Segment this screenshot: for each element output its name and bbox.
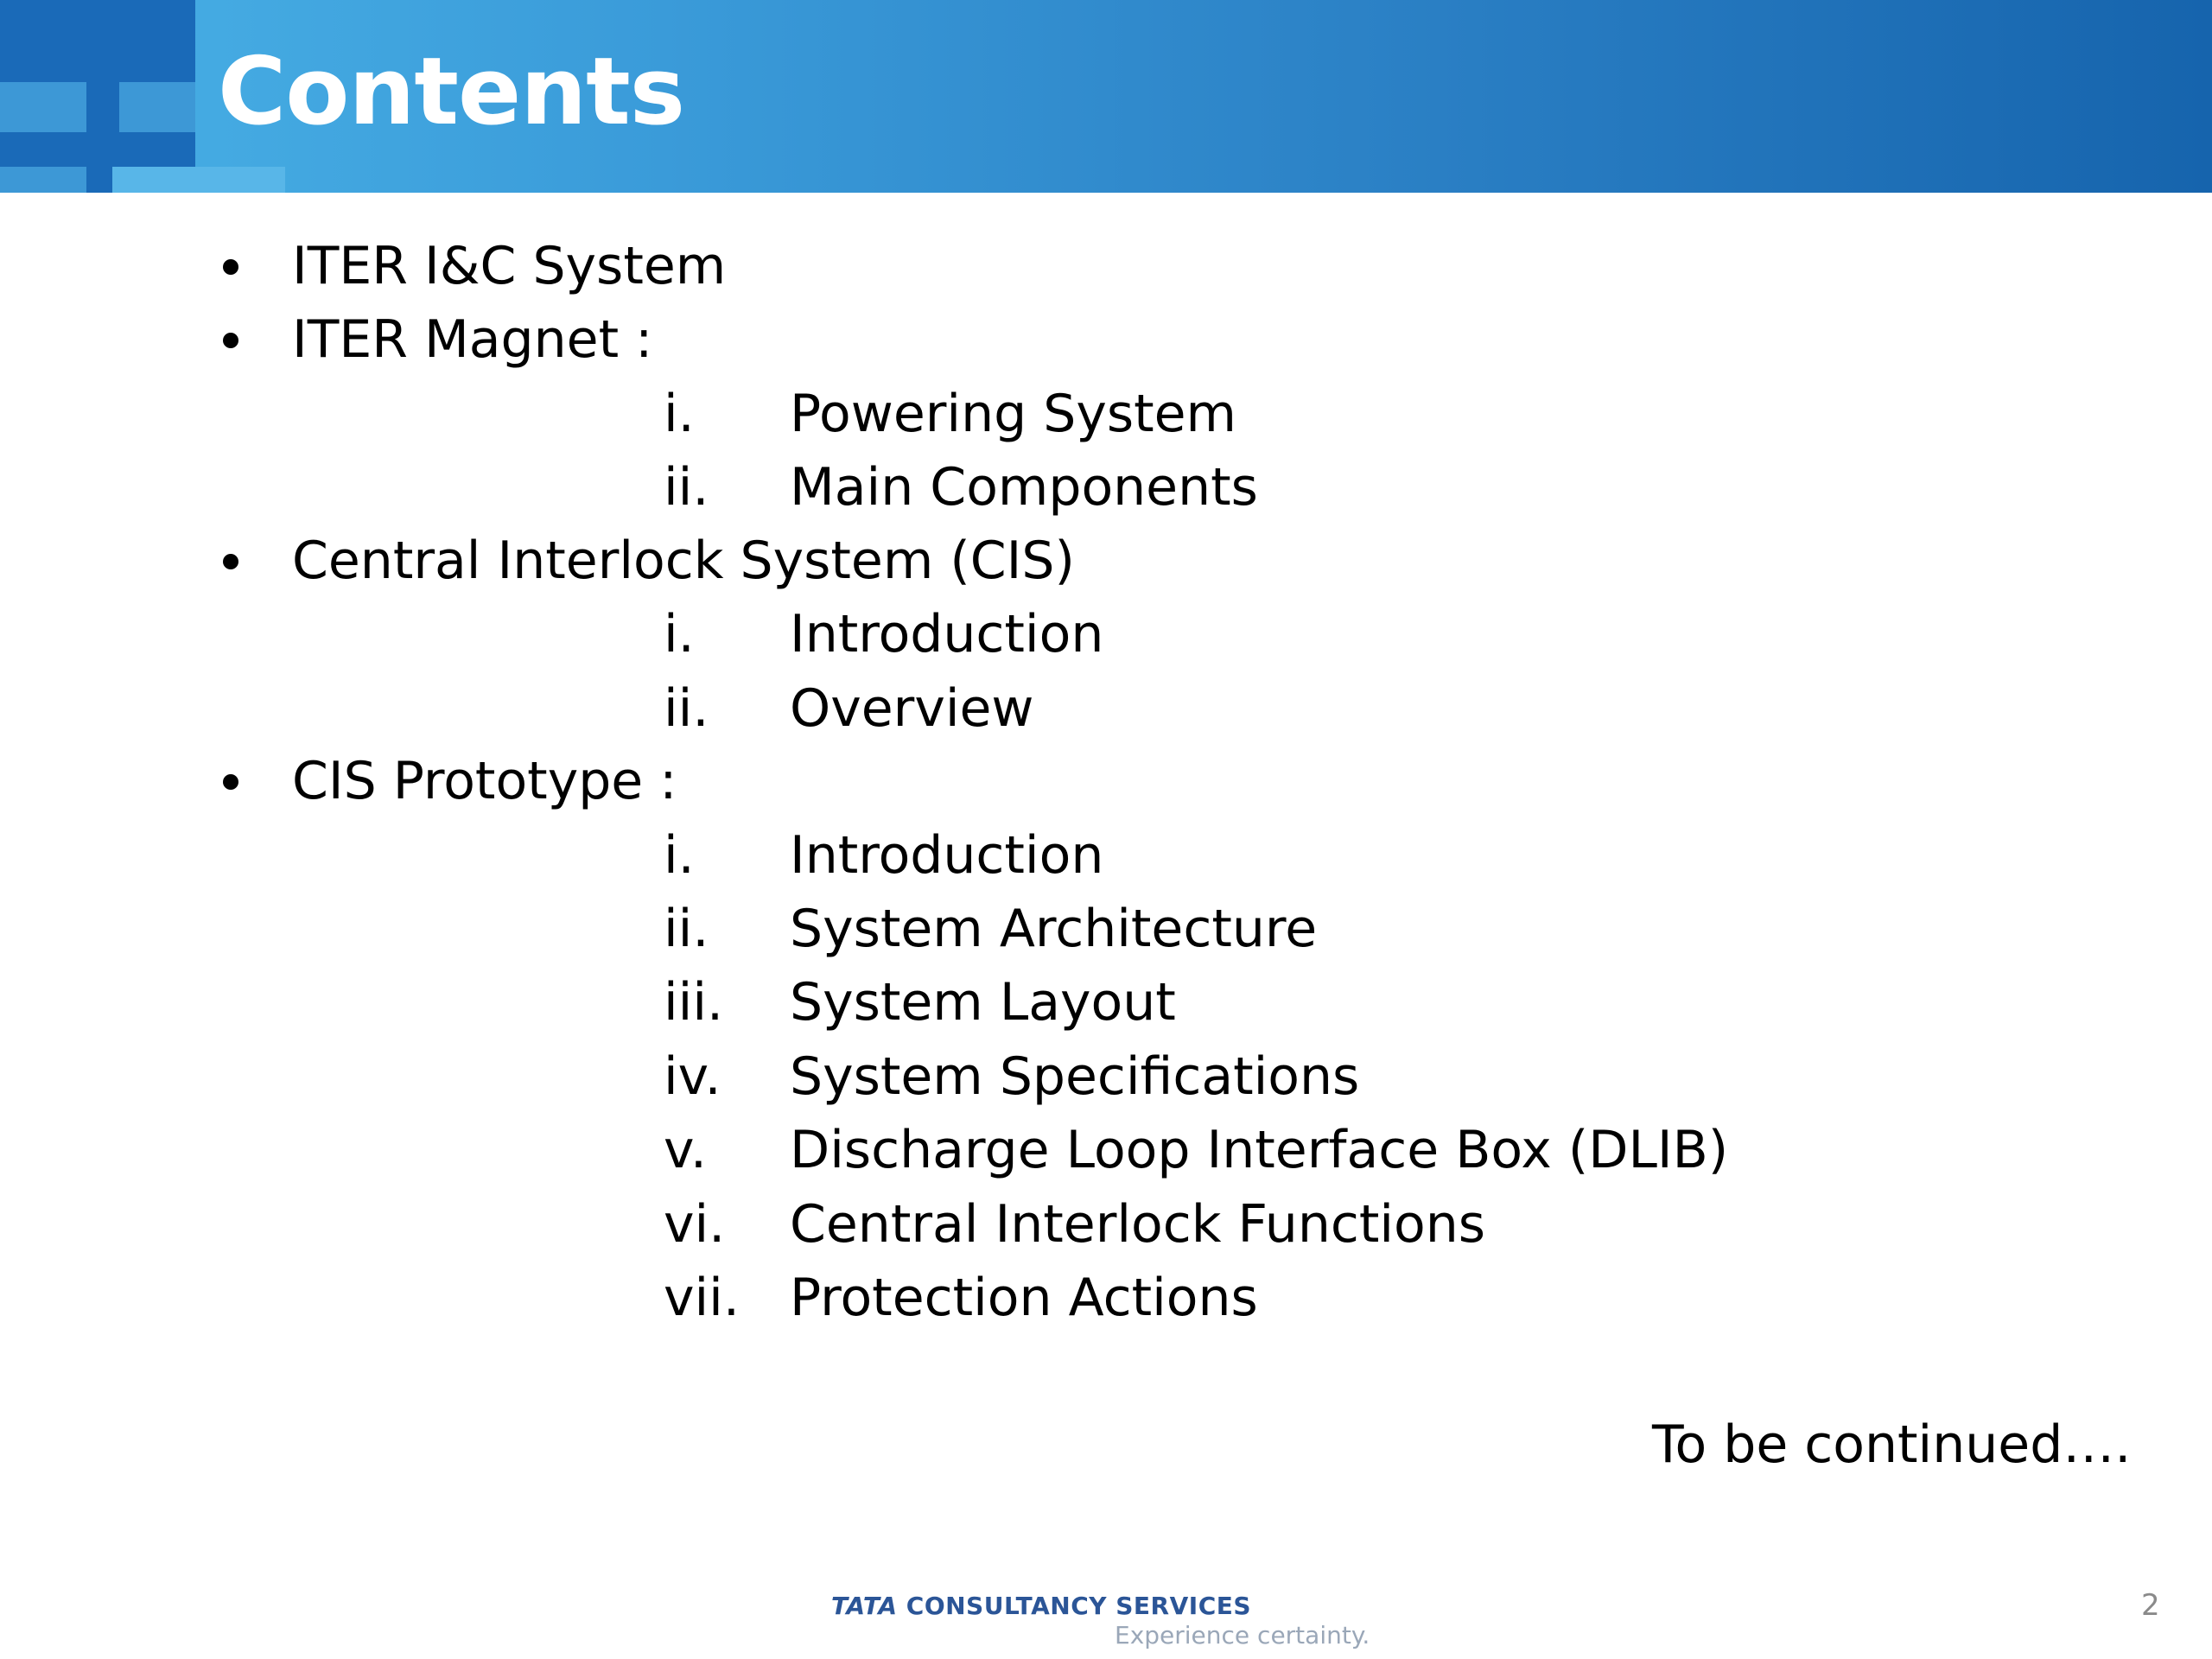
header-decoration-square: [119, 82, 195, 132]
logo-company-name: CONSULTANCY SERVICES: [906, 1592, 1252, 1620]
sub-item-number: ii.: [664, 678, 709, 739]
sub-item-number: ii.: [664, 899, 709, 959]
sub-item-number: iii.: [664, 972, 724, 1033]
continued-note: To be continued….: [1652, 1414, 2132, 1475]
sub-item: System Specifications: [790, 1046, 1360, 1107]
sub-item: Central Interlock Functions: [790, 1194, 1486, 1255]
sub-item-number: vii.: [664, 1268, 740, 1328]
sub-item-number: vi.: [664, 1194, 726, 1255]
sub-item: Overview: [790, 678, 1034, 739]
sub-item: System Layout: [790, 972, 1176, 1033]
sub-item: Introduction: [790, 825, 1104, 886]
page-number: 2: [2141, 1588, 2160, 1623]
sub-item-number: i.: [664, 604, 695, 664]
header-decoration-square: [0, 167, 86, 193]
sub-item: System Architecture: [790, 899, 1318, 959]
list-item: Central Interlock System (CIS): [292, 531, 1075, 591]
sub-item-number: iv.: [664, 1046, 721, 1107]
sub-item-number: v.: [664, 1120, 707, 1180]
sub-item: Powering System: [790, 384, 1237, 444]
bullet-icon: [223, 774, 238, 790]
sub-item-number: ii.: [664, 457, 709, 518]
sub-item-number: i.: [664, 825, 695, 886]
sub-item: Protection Actions: [790, 1268, 1258, 1328]
list-item: ITER Magnet :: [292, 309, 653, 370]
list-item: ITER I&C System: [292, 236, 727, 296]
header-decoration-square: [0, 82, 86, 132]
logo-wordmark: TATA CONSULTANCY SERVICES: [831, 1592, 1251, 1620]
logo-tagline: Experience certainty.: [1115, 1621, 1370, 1649]
header-banner: Contents: [0, 0, 2212, 193]
company-logo: TATA CONSULTANCY SERVICES: [831, 1592, 1251, 1621]
list-item: CIS Prototype :: [292, 751, 677, 811]
sub-item: Introduction: [790, 604, 1104, 664]
page-title: Contents: [218, 38, 685, 146]
header-decoration-square: [112, 167, 285, 193]
sub-item: Discharge Loop Interface Box (DLIB): [790, 1120, 1729, 1180]
sub-item: Main Components: [790, 457, 1258, 518]
bullet-icon: [223, 259, 238, 275]
bullet-icon: [223, 333, 238, 348]
logo-tata: TATA: [831, 1592, 898, 1620]
bullet-icon: [223, 554, 238, 569]
sub-item-number: i.: [664, 384, 695, 444]
